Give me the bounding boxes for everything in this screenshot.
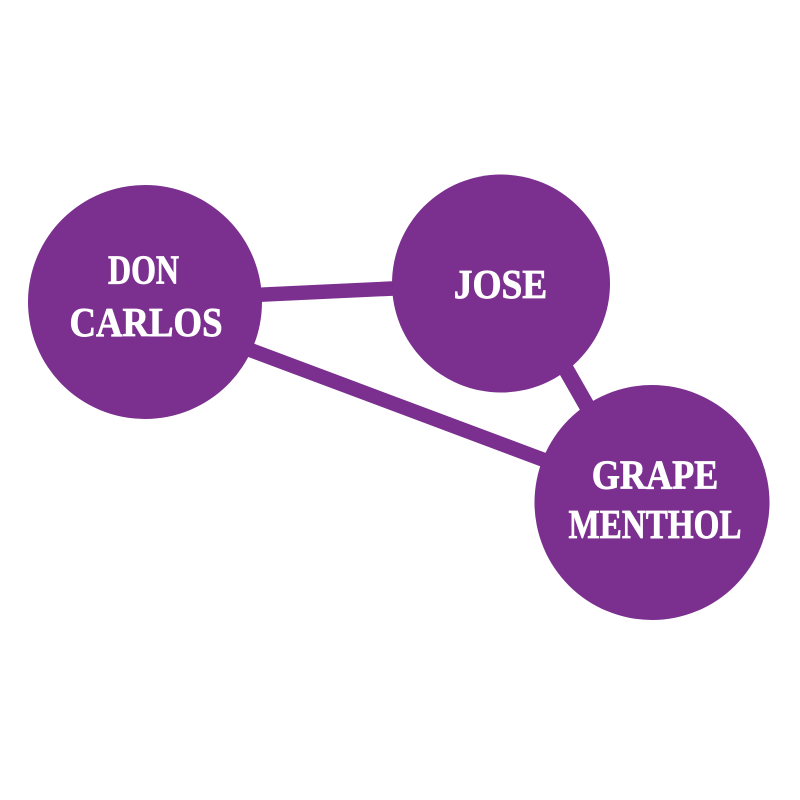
svg-text:MENTHOL: MENTHOL xyxy=(569,501,742,547)
svg-text:GRAPE: GRAPE xyxy=(592,452,719,498)
svg-text:CARLOS: CARLOS xyxy=(70,299,223,345)
svg-text:DON: DON xyxy=(108,247,179,293)
svg-text:JOSE: JOSE xyxy=(454,261,548,307)
